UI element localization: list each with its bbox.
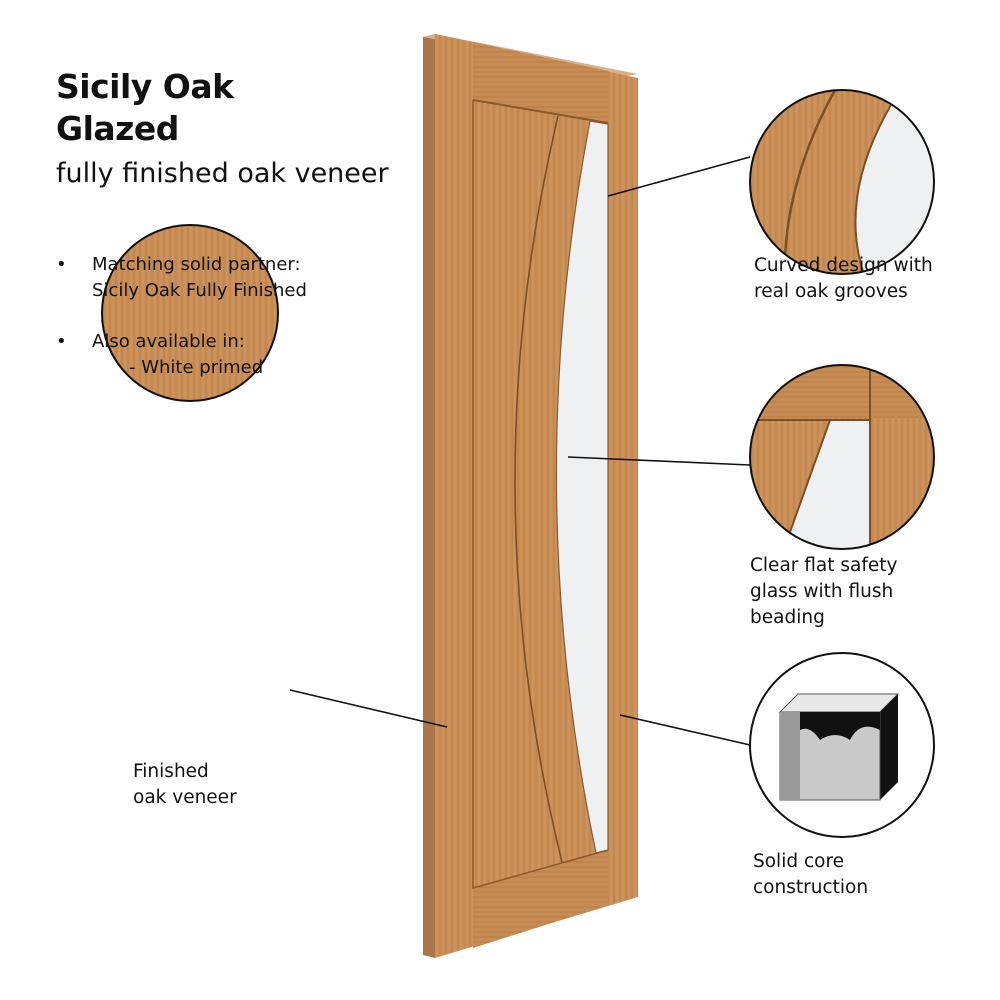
page-title: Sicily Oak Glazed [56, 66, 234, 150]
detail-circle-core [749, 652, 935, 838]
bullet-text: Also available in: [92, 331, 245, 352]
callout-text: real oak grooves [754, 281, 908, 302]
title-line-2: Glazed [56, 109, 179, 148]
callout-text: Clear flat safety [750, 555, 898, 576]
panel-top-line [472, 99, 609, 124]
callout-veneer: Finished oak veneer [133, 759, 237, 811]
leader-lines [289, 156, 751, 746]
callout-curved: Curved design with real oak grooves [754, 253, 933, 305]
bottom-rail [473, 850, 608, 948]
bullet-text: Sicily Oak Fully Finished [92, 280, 307, 301]
bullet-text: - White primed [129, 357, 264, 378]
bullet-dot: • [56, 254, 67, 275]
subtitle: fully finished oak veneer [56, 158, 389, 189]
callout-text: construction [753, 877, 869, 898]
title-line-1: Sicily Oak [56, 67, 234, 106]
callout-text: Finished [133, 761, 209, 782]
bullet-text: Matching solid partner: [92, 254, 301, 275]
callout-glass: Clear flat safety glass with flush beadi… [750, 553, 897, 631]
callout-text: beading [750, 607, 825, 628]
panel-outline [472, 100, 609, 889]
detail-circle-border [101, 224, 279, 402]
callout-text: oak veneer [133, 787, 237, 808]
door-edge [423, 34, 435, 958]
callout-text: Solid core [753, 851, 845, 872]
bullet-dot: • [56, 331, 67, 352]
detail-circle-border [749, 364, 935, 550]
detail-circle-veneer [102, 225, 278, 401]
groove [514, 115, 563, 863]
callout-text: glass with flush [750, 581, 894, 602]
glass-panel [555, 120, 609, 854]
bullet-item: • Also available in: - White primed [56, 329, 264, 381]
bullet-item: • Matching solid partner: Sicily Oak Ful… [56, 252, 307, 304]
detail-circle-border [749, 89, 935, 275]
callout-text: Curved design with [754, 255, 933, 276]
callout-core: Solid core construction [753, 849, 868, 901]
detail-circle-glass [750, 365, 934, 549]
top-rail [473, 42, 608, 123]
